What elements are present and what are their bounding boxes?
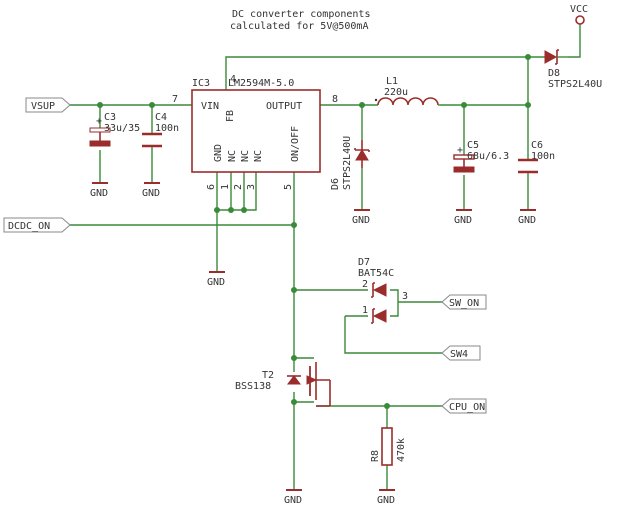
ic3-pin-num-2: 2 — [233, 184, 244, 190]
ic3-ref: IC3 — [192, 78, 210, 89]
ic3-pin-num-3: 3 — [246, 184, 257, 190]
net-label-dcdc-on[interactable]: DCDC_ON — [3, 217, 71, 233]
ic3-pin-num-4: 4 — [230, 74, 236, 85]
ic3-pin-gnd: GND — [213, 144, 224, 162]
ground-t2: GND — [284, 489, 302, 506]
ic3-pin-nc2: NC — [240, 150, 251, 162]
svg-text:GND: GND — [454, 215, 472, 226]
title-line-2: calculated for 5V@500mA — [230, 21, 368, 32]
svg-text:SW_ON: SW_ON — [449, 298, 479, 309]
ic3-pin-nc1: NC — [227, 150, 238, 162]
svg-text:BSS138: BSS138 — [235, 381, 271, 392]
svg-text:C4: C4 — [155, 112, 167, 123]
ground-ic3: GND — [207, 271, 225, 288]
svg-text:GND: GND — [90, 188, 108, 199]
resistor-r8[interactable]: R8 470k — [370, 427, 407, 466]
svg-text:DCDC_ON: DCDC_ON — [8, 221, 50, 232]
svg-text:D7: D7 — [358, 257, 370, 268]
ic3-chip[interactable]: IC3 LM2594M-5.0 VIN FB OUTPUT GND NC NC … — [172, 74, 338, 190]
svg-text:C3: C3 — [104, 112, 116, 123]
svg-text:GND: GND — [207, 277, 225, 288]
ic3-pin-fb: FB — [225, 110, 236, 122]
svg-text:D6: D6 — [330, 178, 341, 190]
svg-text:T2: T2 — [262, 370, 274, 381]
svg-text:STPS2L40U: STPS2L40U — [342, 136, 353, 190]
ic3-pin-num-6: 6 — [206, 184, 217, 190]
net-label-cpu-on[interactable]: CPU_ON — [441, 398, 487, 414]
ground-d6: GND — [352, 209, 370, 226]
ic3-pin-num-1: 1 — [220, 184, 231, 190]
svg-text:220u: 220u — [384, 87, 408, 98]
inductor-l1[interactable]: L1 220u — [374, 76, 440, 106]
svg-text:GND: GND — [518, 215, 536, 226]
vcc-terminal[interactable]: VCC — [570, 4, 588, 25]
svg-text:L1: L1 — [386, 76, 398, 87]
net-label-vsup[interactable]: VSUP — [25, 97, 71, 113]
capacitor-c4[interactable]: C4 100n — [142, 112, 179, 148]
svg-text:GND: GND — [142, 188, 160, 199]
net-label-sw-on[interactable]: SW_ON — [441, 294, 487, 310]
diode-d8[interactable]: D8 STPS2L40U — [544, 49, 602, 90]
svg-text:SW4: SW4 — [450, 349, 468, 360]
svg-text:BAT54C: BAT54C — [358, 268, 394, 279]
svg-text:D8: D8 — [548, 68, 560, 79]
ground-c6: GND — [518, 209, 536, 226]
svg-text:C6: C6 — [531, 140, 543, 151]
ic3-pin-num-8: 8 — [332, 94, 338, 105]
svg-text:GND: GND — [352, 215, 370, 226]
svg-text:470k: 470k — [396, 438, 407, 462]
svg-text:1: 1 — [362, 305, 368, 316]
wires — [70, 24, 581, 490]
svg-text:100n: 100n — [531, 151, 555, 162]
ic3-pin-onoff: ON/OFF — [290, 126, 301, 162]
svg-text:STPS2L40U: STPS2L40U — [548, 79, 602, 90]
svg-text:+: + — [96, 116, 102, 127]
svg-text:CPU_ON: CPU_ON — [449, 402, 485, 413]
svg-text:VSUP: VSUP — [31, 101, 55, 112]
capacitor-c6[interactable]: C6 100n — [518, 140, 555, 174]
ic3-pin-num-5: 5 — [283, 184, 294, 190]
svg-text:33u/35: 33u/35 — [104, 123, 140, 134]
ic3-pin-vin: VIN — [201, 101, 219, 112]
svg-text:C5: C5 — [467, 140, 479, 151]
ic3-part: LM2594M-5.0 — [228, 78, 294, 89]
capacitor-c3[interactable]: + C3 33u/35 — [89, 112, 140, 147]
svg-text:VCC: VCC — [570, 4, 588, 15]
junctions — [97, 54, 531, 409]
svg-text:2: 2 — [362, 279, 368, 290]
svg-text:3: 3 — [402, 291, 408, 302]
svg-text:R8: R8 — [370, 450, 381, 462]
ic3-pin-nc3: NC — [253, 150, 264, 162]
diode-d6[interactable]: D6 STPS2L40U — [330, 136, 370, 190]
svg-text:+: + — [457, 145, 463, 156]
ic3-pin-num-7: 7 — [172, 94, 178, 105]
diode-d7[interactable]: D7 BAT54C 2 1 3 — [358, 257, 408, 324]
svg-text:68u/6.3: 68u/6.3 — [467, 151, 509, 162]
title-line-1: DC converter components — [232, 9, 370, 20]
ic3-pin-output: OUTPUT — [266, 101, 302, 112]
svg-text:GND: GND — [284, 495, 302, 506]
capacitor-c5[interactable]: + C5 68u/6.3 — [453, 140, 509, 173]
net-label-sw4[interactable]: SW4 — [441, 345, 481, 361]
ground-c3: GND — [90, 182, 108, 199]
svg-text:GND: GND — [377, 495, 395, 506]
ground-c5: GND — [454, 209, 472, 226]
transistor-t2[interactable]: T2 BSS138 — [235, 362, 331, 407]
ground-c4: GND — [142, 182, 160, 199]
svg-text:100n: 100n — [155, 123, 179, 134]
ground-r8: GND — [377, 489, 395, 506]
